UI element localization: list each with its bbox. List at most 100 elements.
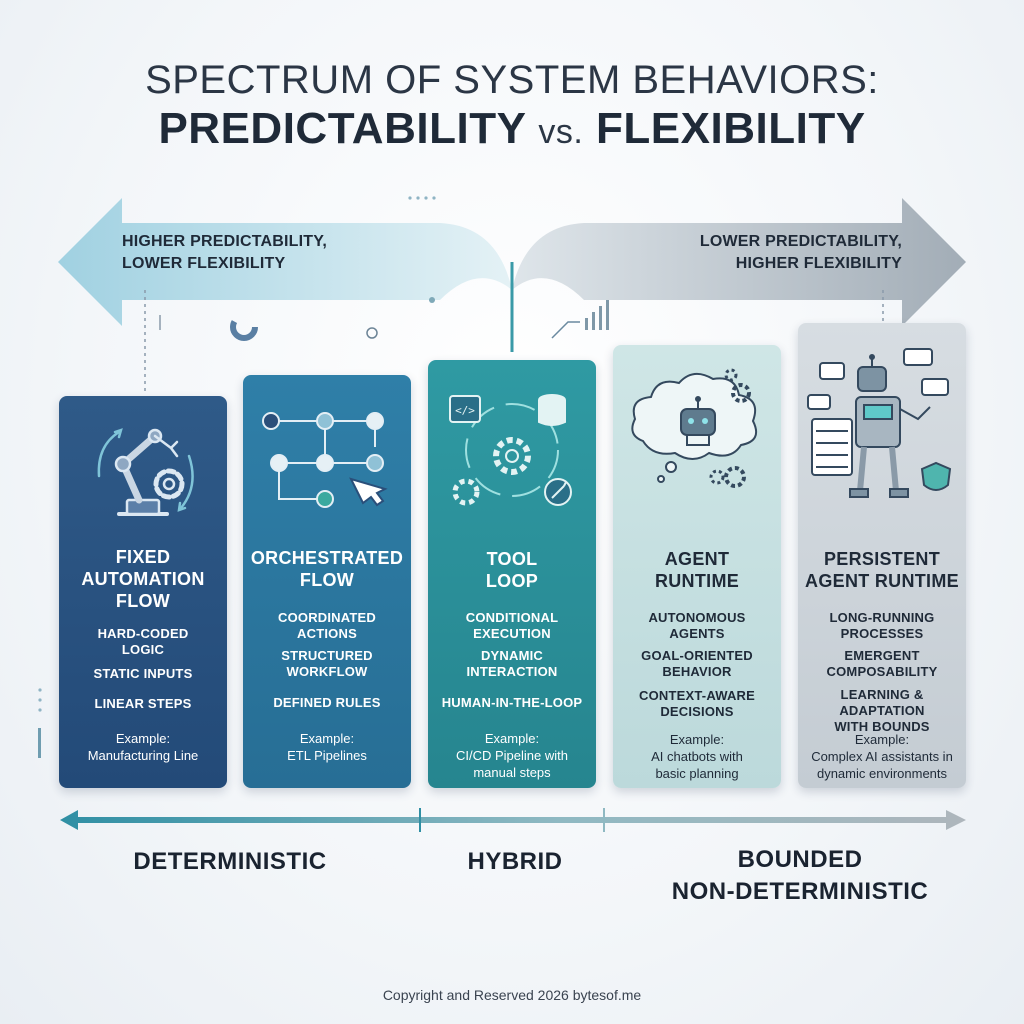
region-line: NON-DETERMINISTIC [671,878,929,905]
feature-line: DYNAMIC [480,648,544,663]
feature-line: EXECUTION [473,626,551,641]
card-title-line: FLOW [299,570,355,590]
feature-line: COMPOSABILITY [826,664,938,679]
feature: HARD-CODED LOGIC [65,626,221,658]
example-line: manual steps [473,765,551,780]
title-line-2: PREDICTABILITY vs. FLEXIBILITY [0,104,1024,154]
feature-line: DECISIONS [660,704,734,719]
feature: EMERGENT COMPOSABILITY [804,648,960,680]
feature-line: LINEAR STEPS [94,696,192,711]
region-hybrid: HYBRID [467,848,563,875]
example: Example: Complex AI assistants in dynami… [804,731,960,782]
title-flexibility: FLEXIBILITY [596,104,866,153]
feature-line: LEARNING & ADAPTATION [839,687,925,718]
example-line: Example: [484,731,540,746]
example-line: CI/CD Pipeline with [456,748,568,763]
left-arrow-label-line-1: HIGHER PREDICTABILITY, [122,233,328,250]
robot-server-icon [807,348,952,498]
card-title-line: PERSISTENT [823,549,941,569]
feature-line: STRUCTURED [281,648,373,663]
example-line: Example: [854,732,910,747]
feature-line: EMERGENT [844,648,920,663]
feature: GOAL-ORIENTED BEHAVIOR [619,648,775,680]
left-arrow-label: HIGHER PREDICTABILITY, LOWER FLEXIBILITY [122,231,327,275]
card-title-line: LOOP [485,571,539,591]
example-line: ETL Pipelines [287,748,367,763]
card-title-line: AGENT RUNTIME [805,571,959,591]
card-fixed-automation-flow: FIXED AUTOMATION FLOW HARD-CODED LOGIC S… [59,396,227,788]
card-title-line: ORCHESTRATED [250,548,404,568]
feature-line: LOGIC [121,642,165,657]
feature: LEARNING & ADAPTATION WITH BOUNDS [804,687,960,735]
right-arrow-label-line-1: LOWER PREDICTABILITY, [699,233,902,250]
card-title-line: AUTOMATION [81,569,205,589]
feature: AUTONOMOUS AGENTS [619,610,775,642]
title-vs: vs. [538,113,584,151]
example-line: Example: [669,732,725,747]
example-line: basic planning [655,766,739,781]
card-tool-loop: </> TOOL LOOP CONDITIONAL EXECUTION DYNA… [428,360,596,788]
card-title-line: RUNTIME [654,571,740,591]
feature-line: AGENTS [669,626,725,641]
feature: DEFINED RULES [249,695,405,711]
feature-line: WORKFLOW [286,664,368,679]
right-arrow-label-line-2: HIGHER FLEXIBILITY [735,255,902,272]
copyright-notice: Copyright and Reserved 2026 bytesof.me [382,987,642,1003]
example: Example: CI/CD Pipeline with manual step… [434,730,590,781]
card-title: PERSISTENT AGENT RUNTIME [804,548,960,592]
bottom-scale-arrow [60,810,966,830]
example: Example: Manufacturing Line [65,730,221,764]
card-title: AGENT RUNTIME [619,548,775,592]
card-title-line: TOOL [486,549,538,569]
feature-line: PROCESSES [840,626,924,641]
feature: DYNAMIC INTERACTION [434,648,590,680]
region-deterministic: DETERMINISTIC [133,848,327,875]
feature: COORDINATED ACTIONS [249,610,405,642]
svg-text:</>: </> [455,404,475,417]
thinking-robot-icon [631,368,757,488]
title-predictability: PREDICTABILITY [158,104,526,153]
example-line: Manufacturing Line [87,748,199,763]
card-title-line: FLOW [115,591,171,611]
feature-line: LONG-RUNNING [829,610,935,625]
feature: LINEAR STEPS [65,696,221,712]
card-title-line: FIXED [115,547,171,567]
right-arrow [512,198,966,326]
feature-line: GOAL-ORIENTED [641,648,753,663]
feature: STATIC INPUTS [65,666,221,682]
right-arrow-label: LOWER PREDICTABILITY, HIGHER FLEXIBILITY [700,231,902,275]
workflow-graph-icon [262,412,388,508]
feature-line: INTERACTION [466,664,558,679]
tool-cycle-icon: </> [449,394,572,506]
feature: HUMAN-IN-THE-LOOP [434,695,590,711]
example: Example: AI chatbots with basic planning [619,731,775,782]
robot-arm-icon [97,428,194,516]
region-bounded-non-deterministic: BOUNDED NON-DETERMINISTIC [640,844,960,908]
feature-line: STATIC INPUTS [93,666,193,681]
title-line-1: SPECTRUM OF SYSTEM BEHAVIORS: [145,58,879,102]
card-title: TOOL LOOP [434,548,590,592]
feature: CONTEXT-AWARE DECISIONS [619,688,775,720]
card-title: ORCHESTRATED FLOW [249,547,405,591]
feature-line: ACTIONS [297,626,357,641]
example-line: Example: [299,731,355,746]
left-arrow-label-line-2: LOWER FLEXIBILITY [122,255,286,272]
feature-line: HARD-CODED [97,626,189,641]
card-title: FIXED AUTOMATION FLOW [65,546,221,612]
card-persistent-agent-runtime: PERSISTENT AGENT RUNTIME LONG-RUNNING PR… [798,323,966,788]
feature-line: AUTONOMOUS [648,610,746,625]
feature-line: WITH BOUNDS [834,719,930,734]
feature-line: CONTEXT-AWARE [639,688,755,703]
feature: STRUCTURED WORKFLOW [249,648,405,680]
feature-line: CONDITIONAL [465,610,559,625]
left-arrow [58,198,512,326]
feature-line: HUMAN-IN-THE-LOOP [441,695,583,710]
example-line: AI chatbots with [651,749,743,764]
feature-line: BEHAVIOR [662,664,732,679]
card-title-line: AGENT [664,549,730,569]
feature-line: COORDINATED [277,610,376,625]
feature: LONG-RUNNING PROCESSES [804,610,960,642]
feature: CONDITIONAL EXECUTION [434,610,590,642]
example: Example: ETL Pipelines [249,730,405,764]
